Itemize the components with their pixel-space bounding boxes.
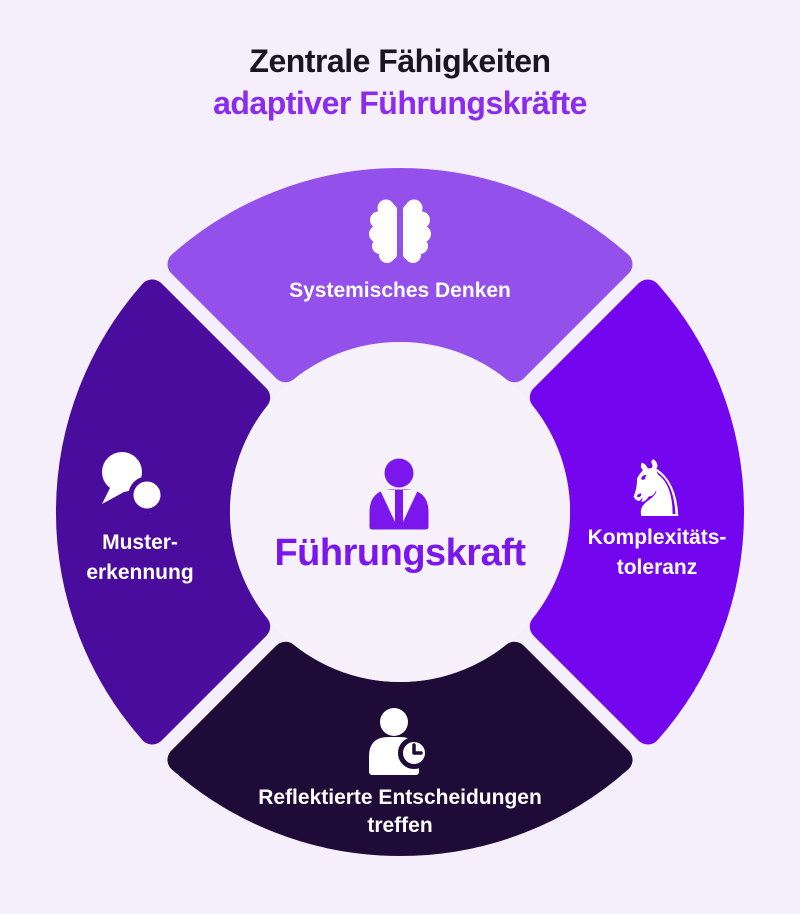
segment-komplexitaetstoleranz (529, 279, 745, 745)
segment-label-line: toleranz (616, 556, 698, 579)
segment-systemisches-denken (167, 167, 633, 383)
segment-mustererkennung (55, 279, 271, 745)
segment-label-line: Muster- (102, 531, 178, 554)
person-clock-icon (369, 708, 430, 775)
title-line-2: adaptiver Führungskräfte (213, 85, 587, 121)
knight-icon: ♞ (621, 445, 691, 535)
segment-label-line: treffen (367, 814, 433, 837)
segment-label-komplexitaetstoleranz: Komplexitäts- toleranz (557, 523, 757, 583)
page-title: Zentrale Fähigkeiten adaptiver Führungsk… (0, 40, 800, 124)
segment-label-line: Komplexitäts- (587, 526, 727, 549)
chat-bubbles-icon (102, 452, 166, 525)
segment-label-line: Systemisches Denken (289, 279, 511, 302)
person-icon (369, 458, 429, 530)
segment-label-line: Reflektierte Entscheidungen (258, 786, 542, 809)
segment-label-mustererkennung: Muster- erkennung (40, 528, 240, 588)
brain-icon (369, 199, 431, 263)
center-label: Führungskraft (274, 532, 526, 574)
segment-label-reflektierte-entscheidungen: Reflektierte Entscheidungen treffen (200, 784, 600, 840)
segment-label-line: erkennung (86, 561, 194, 584)
segment-label-systemisches-denken: Systemisches Denken (250, 276, 550, 306)
title-line-1: Zentrale Fähigkeiten (249, 43, 551, 79)
